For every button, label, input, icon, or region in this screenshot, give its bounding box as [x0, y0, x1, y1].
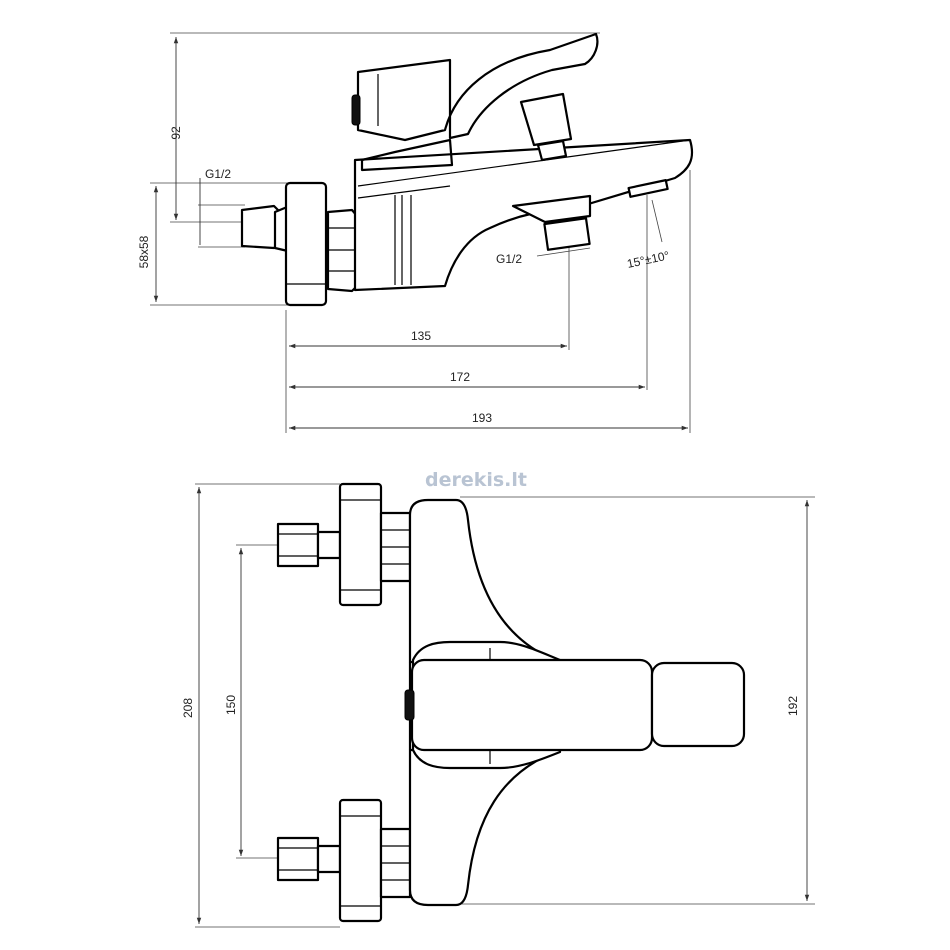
- angle-label: 15°±10°: [626, 248, 671, 271]
- lever-handle: [356, 32, 599, 142]
- outlet-fitting: [511, 194, 592, 224]
- side-view: 92 58x58 G1/2 G1/2 15°±10° 135 172 193: [137, 32, 694, 433]
- body-top-outline: [408, 498, 562, 664]
- lever-tip: [650, 661, 746, 748]
- lever-top: [410, 658, 654, 752]
- dim-label-193: 193: [472, 411, 492, 425]
- diverter-knob: [519, 92, 573, 147]
- thread-label-outlet: G1/2: [496, 252, 522, 266]
- upper-inlet: [276, 482, 412, 607]
- dim-label-172: 172: [450, 370, 470, 384]
- body-bottom-outline: [408, 748, 562, 907]
- dim-label-192: 192: [786, 696, 800, 716]
- dim-label-135: 135: [411, 329, 431, 343]
- dim-label-208: 208: [181, 698, 195, 718]
- top-view: 208 150 192: [181, 482, 815, 928]
- lower-inlet: [276, 798, 412, 923]
- lever-pin: [351, 94, 361, 126]
- lever-pin-top: [404, 689, 415, 721]
- aerator: [627, 179, 669, 198]
- watermark: derekis.lt: [425, 469, 527, 491]
- dim-label-150: 150: [224, 695, 238, 715]
- thread-label-inlet: G1/2: [205, 167, 231, 181]
- dim-label-92: 92: [169, 126, 183, 140]
- dim-label-58x58: 58x58: [137, 235, 151, 268]
- wall-flange: [284, 181, 328, 307]
